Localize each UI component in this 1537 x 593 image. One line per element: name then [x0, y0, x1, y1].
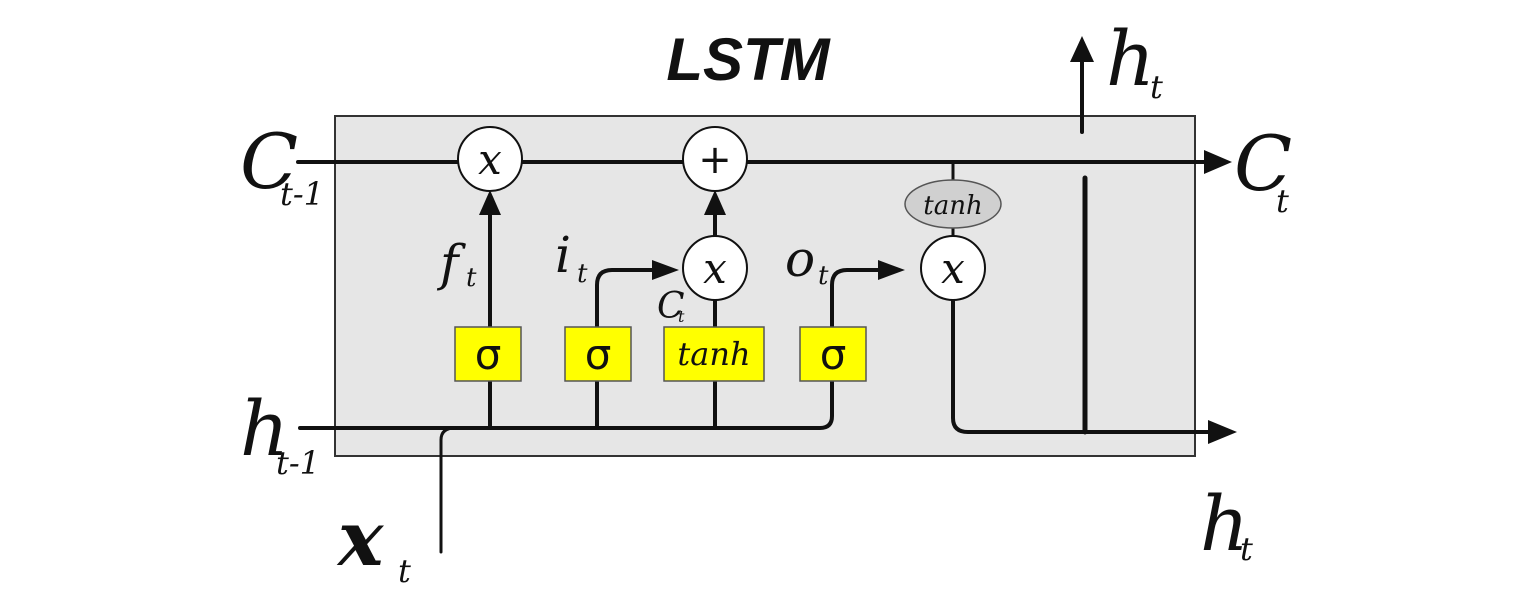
- output-gate-arrowhead: [878, 260, 905, 280]
- c-out-base: C: [1234, 119, 1292, 208]
- output-top-arrowhead: [1070, 36, 1094, 62]
- forget-multiply-symbol: x: [478, 135, 502, 184]
- forget-multiply-op: x: [457, 126, 523, 192]
- h-out-base: h: [1200, 479, 1249, 568]
- candidate-gate-label: tanh: [677, 335, 750, 373]
- cell-add-symbol: +: [698, 137, 732, 183]
- forget-gate: σ: [454, 326, 522, 382]
- output-arrowhead: [1208, 420, 1237, 444]
- h-top-sub: t: [1150, 68, 1163, 106]
- cell-add-op: +: [682, 126, 748, 192]
- c-tilde-label: C t: [657, 286, 685, 327]
- output-wire: [951, 290, 1214, 434]
- output-multiply-op: x: [920, 235, 986, 301]
- c-prev-sub: t-1: [280, 175, 324, 213]
- i-gate-sub: t: [577, 259, 588, 289]
- i-gate-label: i t: [555, 226, 588, 289]
- forget-gate-symbol: σ: [475, 330, 502, 379]
- h-prev-base: h: [240, 384, 289, 473]
- h-out-label: h t: [1200, 479, 1253, 568]
- o-gate-label: o t: [785, 230, 829, 291]
- f-gate-sub: t: [466, 263, 477, 293]
- c-tilde-sub: t: [678, 307, 685, 326]
- output-multiply-symbol: x: [941, 244, 965, 293]
- c-out-label: C t: [1234, 119, 1292, 220]
- h-prev-label: h t-1: [240, 384, 320, 482]
- input-gate-arrowhead: [652, 260, 679, 280]
- x-in-label: x t: [336, 494, 411, 590]
- cell-state-arrowhead: [1204, 150, 1232, 174]
- h-prev-sub: t-1: [276, 444, 320, 482]
- output-gate-symbol: σ: [820, 330, 847, 379]
- c-prev-label: C t-1: [240, 117, 324, 213]
- input-multiply-symbol: x: [703, 244, 727, 293]
- x-input-line: [439, 426, 457, 554]
- candidate-gate: tanh: [663, 326, 765, 382]
- forget-gate-arrowhead: [479, 190, 501, 215]
- i-gate-base: i: [555, 226, 571, 284]
- c-tilde-base: C: [657, 286, 685, 327]
- h-top-label: h t: [1106, 14, 1163, 106]
- input-multiply-op: x: [682, 235, 748, 301]
- diagram-title: LSTM: [666, 26, 831, 93]
- input-gate-symbol: σ: [585, 330, 612, 379]
- input-gate: σ: [564, 326, 632, 382]
- cell-tanh-node: tanh: [904, 179, 1002, 229]
- x-in-sub: t: [398, 552, 411, 590]
- c-out-sub: t: [1276, 182, 1289, 220]
- input-gate-wire: [595, 268, 657, 430]
- h-out-sub: t: [1240, 530, 1253, 568]
- o-gate-base: o: [785, 230, 815, 288]
- c-prev-base: C: [240, 117, 298, 206]
- x-in-base: x: [336, 494, 385, 583]
- o-gate-sub: t: [818, 261, 829, 291]
- add-arrowhead: [704, 190, 726, 215]
- h-top-base: h: [1106, 14, 1155, 103]
- output-gate: σ: [799, 326, 867, 382]
- cell-tanh-label: tanh: [923, 191, 982, 221]
